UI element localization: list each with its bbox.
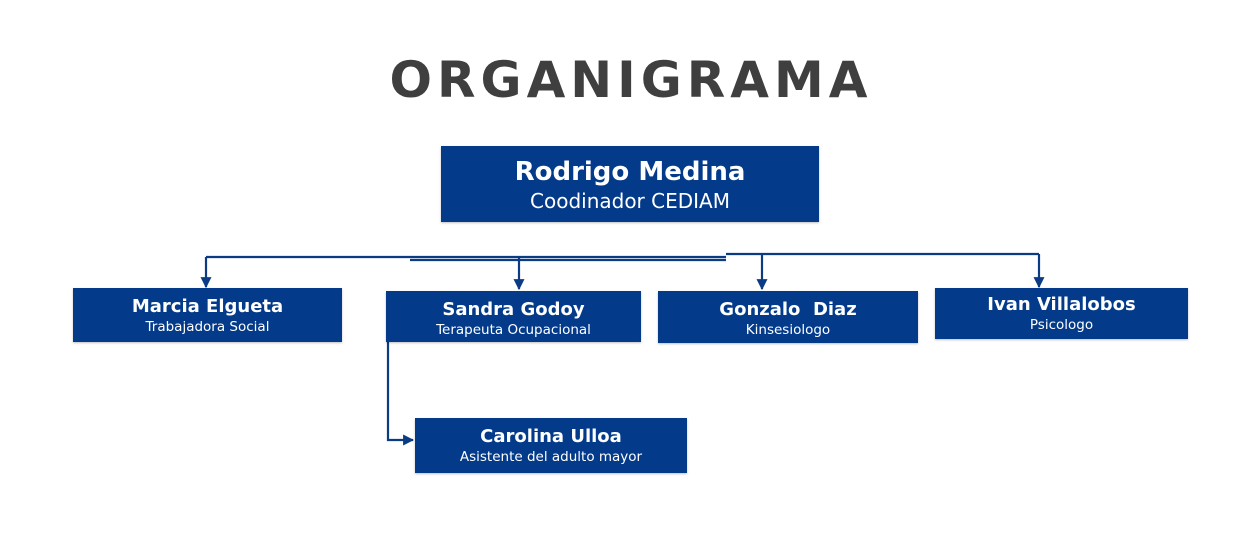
node-coordinator: Rodrigo Medina Coodinador CEDIAM — [441, 146, 819, 222]
node-name: Sandra Godoy — [442, 299, 585, 320]
node-terapeuta-ocupacional: Sandra Godoy Terapeuta Ocupacional — [386, 291, 641, 342]
node-name: Rodrigo Medina — [514, 157, 746, 187]
node-trabajadora-social: Marcia Elgueta Trabajadora Social — [73, 288, 342, 342]
node-role: Coodinador CEDIAM — [530, 189, 730, 213]
node-name: Marcia Elgueta — [131, 296, 284, 317]
node-role: Kinsesiologo — [745, 322, 831, 338]
node-asistente-adulto-mayor: Carolina Ulloa Asistente del adulto mayo… — [415, 418, 687, 473]
page-title: ORGANIGRAMA — [389, 51, 873, 109]
node-role: Asistente del adulto mayor — [459, 449, 643, 465]
node-name: Carolina Ulloa — [480, 426, 622, 447]
node-role: Terapeuta Ocupacional — [436, 322, 591, 338]
node-role: Psicologo — [1029, 317, 1094, 333]
node-name: Gonzalo Diaz — [719, 299, 857, 320]
connector-to-carolina — [386, 342, 415, 446]
node-name: Ivan Villalobos — [987, 294, 1136, 315]
node-kinesiologo: Gonzalo Diaz Kinsesiologo — [658, 291, 918, 343]
node-psicologo: Ivan Villalobos Psicologo — [935, 288, 1188, 339]
node-role: Trabajadora Social — [145, 319, 270, 335]
